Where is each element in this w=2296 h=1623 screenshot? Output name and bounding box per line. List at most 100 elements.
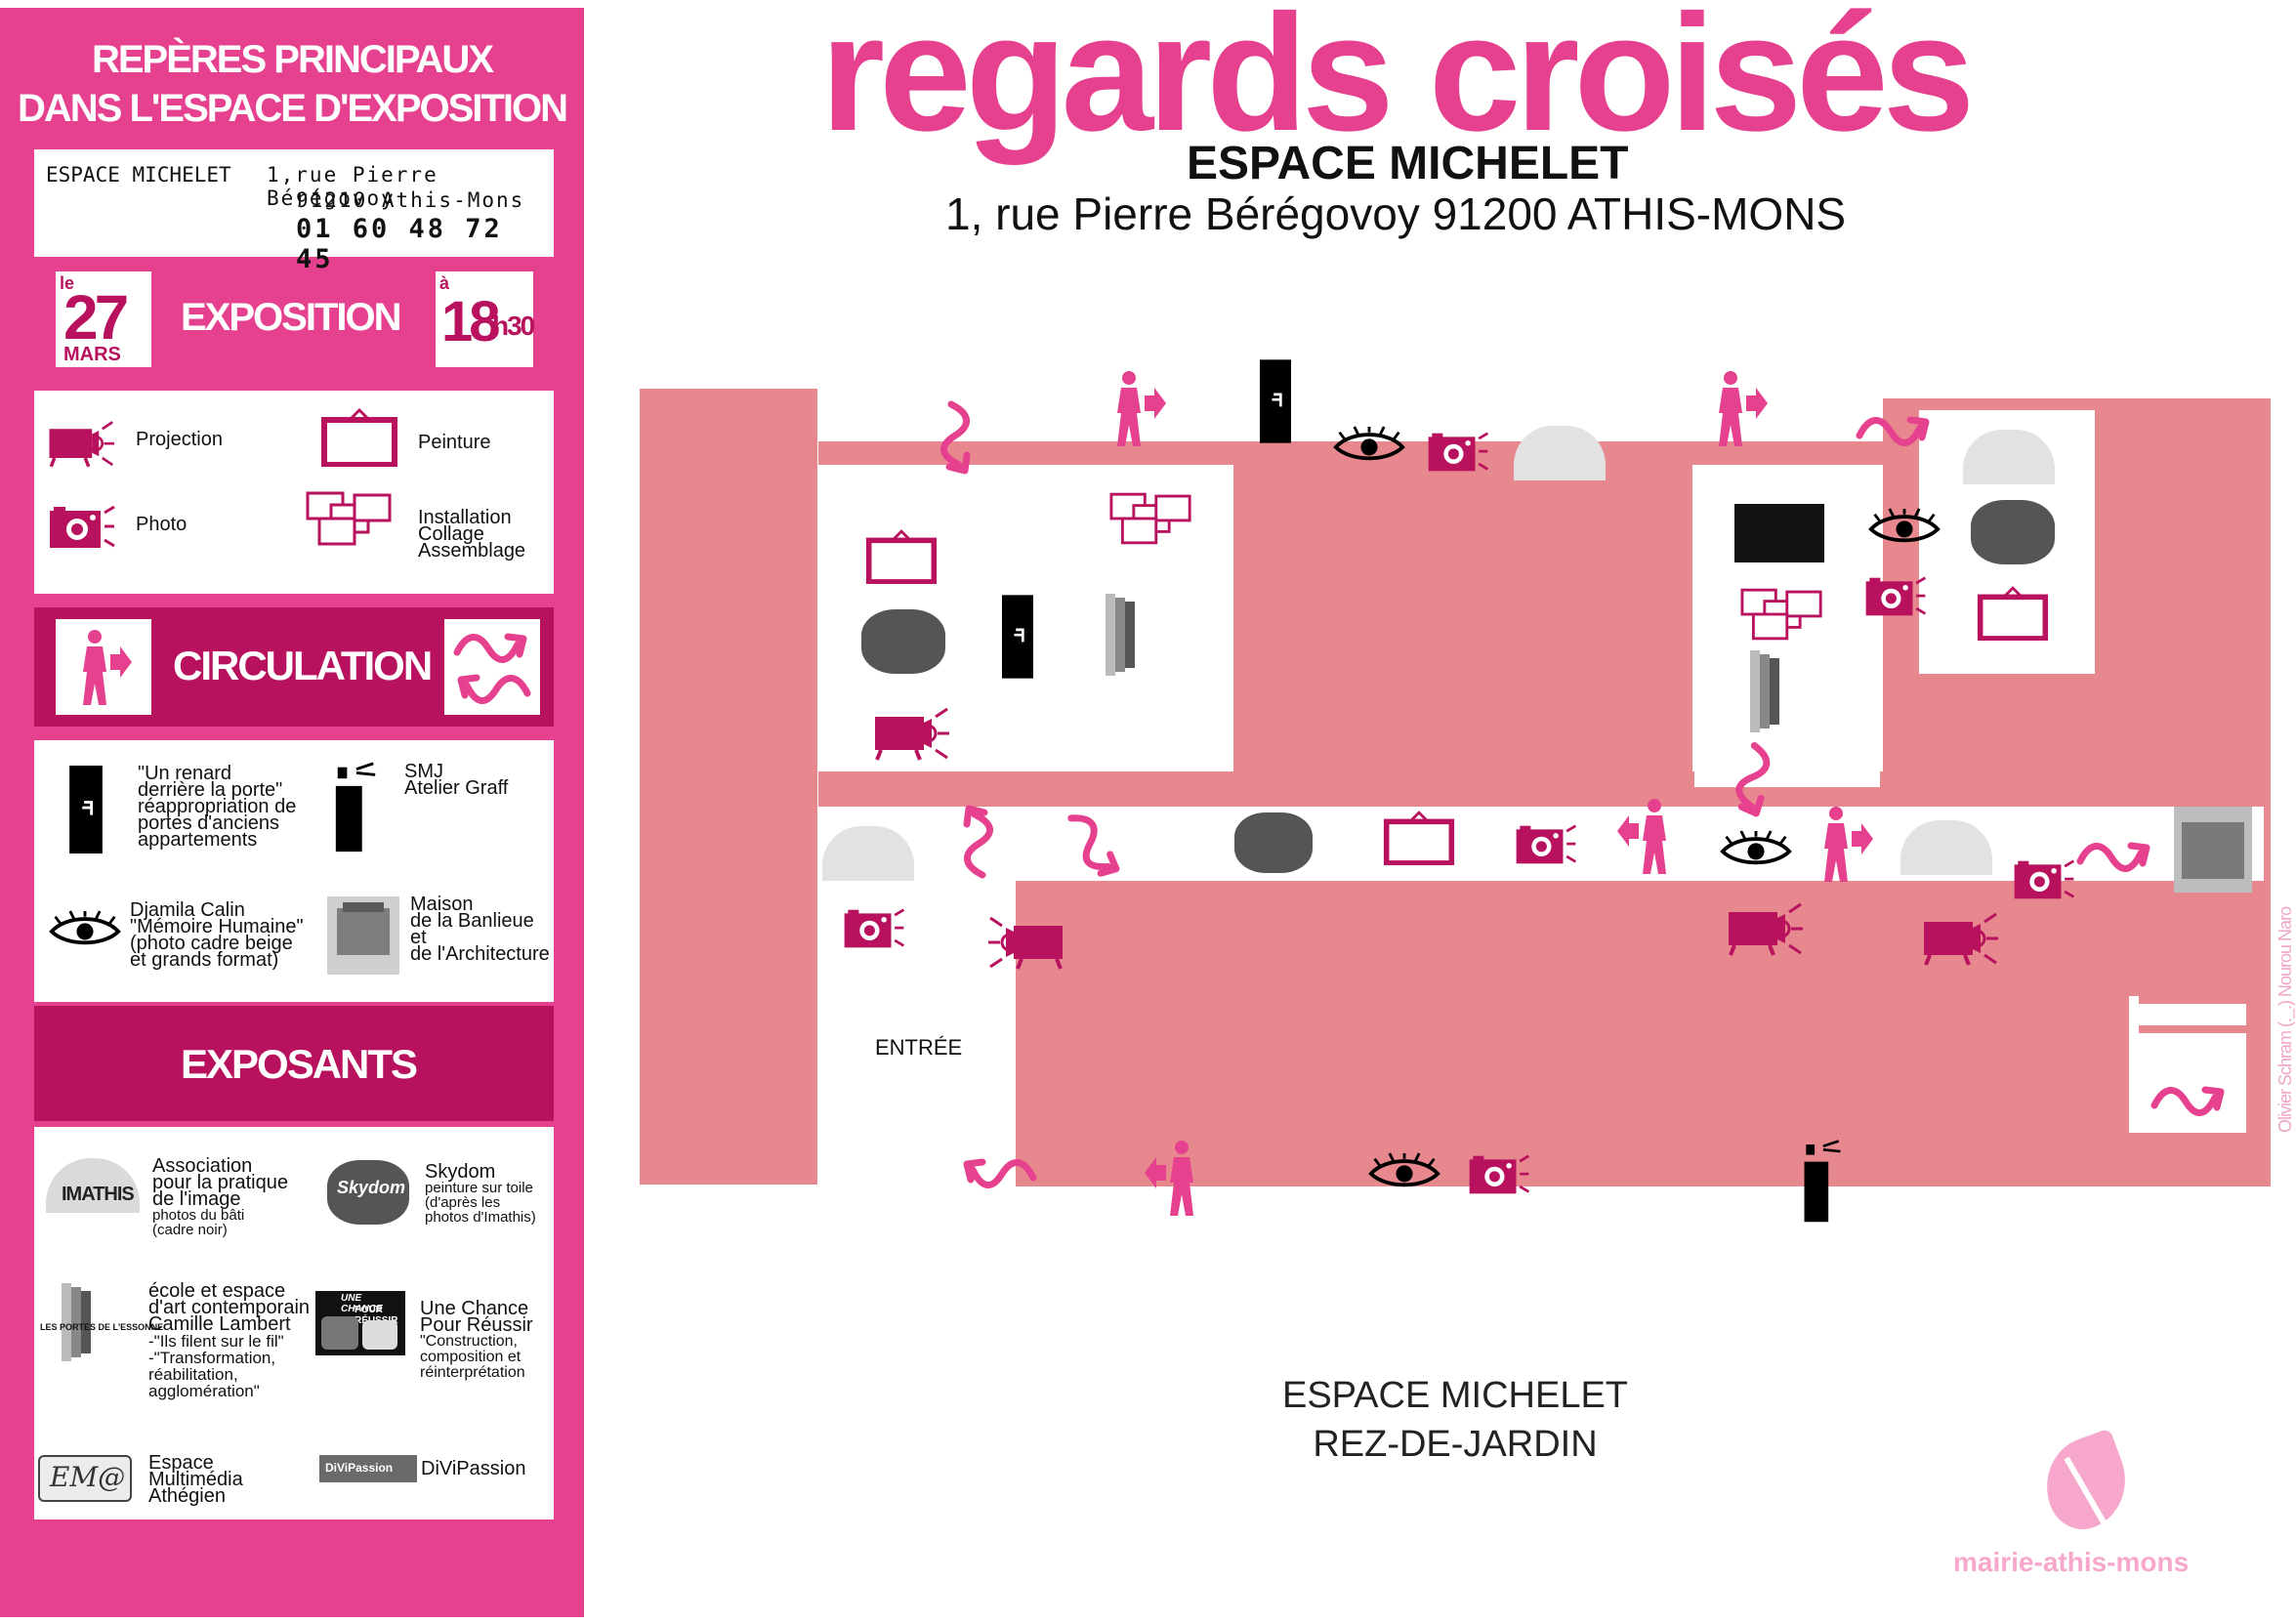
circulation-walker-box	[56, 619, 151, 715]
eye-icon	[1367, 1152, 1441, 1191]
wave-arrow-icon	[2076, 836, 2154, 875]
spray-can-icon	[1801, 1137, 1844, 1225]
exposant-skydom-line: photos d'Imathis)	[425, 1209, 536, 1226]
exposant-portes-line: agglomération"	[148, 1382, 260, 1400]
divi-logo-text: DiViPassion	[325, 1461, 394, 1475]
spray-can-icon	[331, 760, 380, 853]
contact-phone: 01 60 48 72 45	[296, 214, 503, 274]
exposant-portes: école et espace d'art contemporain Camil…	[148, 1281, 310, 1400]
partner-smj: SMJ Atelier Graff	[404, 761, 508, 798]
sidebar-title-line2: DANS L'ESPACE D'EXPOSITION	[18, 87, 568, 130]
installation-icon	[1740, 586, 1824, 643]
projector-icon	[1725, 902, 1803, 957]
walker-icon	[1815, 801, 1873, 889]
exposant-em-line: Athégien	[148, 1485, 226, 1507]
camera-icon	[1467, 1152, 1531, 1197]
camera-icon	[1863, 574, 1928, 619]
wave-arrow-icon	[1856, 410, 1934, 449]
event-a: à	[439, 273, 450, 293]
partner-maison-line: Maison	[410, 894, 474, 915]
contact-street: 1,rue Pierre Bérégovoy	[267, 163, 438, 210]
entrance-label: ENTRÉE	[875, 1035, 963, 1060]
partner-djamila-line: "Mémoire Humaine"	[130, 916, 304, 937]
legend-installation-line: Assemblage	[418, 540, 526, 562]
room-left-column	[640, 389, 817, 1185]
floor-name: ESPACE MICHELET	[1281, 1375, 1629, 1416]
divipassion-logo: DiViPassion	[319, 1455, 417, 1482]
imathis-logo	[1900, 820, 1992, 875]
partner-djamila-line: et grands format)	[130, 949, 279, 971]
exposant-skydom-line: Skydom	[425, 1161, 496, 1183]
camera-icon	[2012, 857, 2076, 902]
exposant-portes-line: Camille Lambert	[148, 1313, 291, 1335]
skydom-logo: Skydom	[327, 1160, 409, 1225]
painting-frame-icon	[320, 408, 398, 467]
exposant-imathis-line: Association	[152, 1155, 253, 1177]
door-icon	[1260, 356, 1291, 446]
exposant-imathis-line: de l'image	[152, 1188, 241, 1210]
walker-icon	[73, 629, 132, 707]
room-upper-center	[1233, 454, 1692, 791]
partner-maison-line: de la Banlieue	[410, 910, 534, 932]
partner-djamila: Djamila Calin "Mémoire Humaine" (photo c…	[130, 899, 304, 971]
exposant-chance-line: Une Chance	[420, 1298, 529, 1319]
exposant-imathis: Association pour la pratique de l'image …	[152, 1155, 288, 1238]
walker-icon	[1617, 793, 1676, 881]
exposant-chance-line: Pour Réussir	[420, 1314, 533, 1336]
une-chance-logo	[1734, 504, 1824, 562]
eye-icon	[48, 910, 122, 949]
partner-renard-line: portes d'anciens	[138, 812, 280, 834]
imathis-logo	[822, 826, 914, 881]
exposant-imathis-line: pour la pratique	[152, 1172, 288, 1193]
painting-frame-icon	[1383, 811, 1455, 865]
partner-maison-line: et	[410, 927, 427, 948]
event-minutes: h30	[492, 311, 535, 341]
projector-icon	[988, 916, 1066, 971]
stairs-step	[2139, 1025, 2246, 1033]
event-date-box: le 27 MARS	[56, 271, 151, 367]
exposant-chance-line: "Construction,	[420, 1333, 518, 1350]
circulation-bar: CIRCULATION	[34, 607, 554, 727]
floor-level: REZ-DE-JARDIN	[1313, 1424, 1598, 1465]
circulation-label: CIRCULATION	[173, 643, 433, 688]
partner-djamila-line: Djamila Calin	[130, 899, 245, 921]
partner-djamila-line: (photo cadre beige	[130, 933, 293, 954]
partner-renard-line: derrière la porte"	[138, 779, 283, 801]
legend-peinture: Peinture	[418, 432, 491, 453]
installation-icon	[1109, 490, 1193, 547]
wave-arrow-icon	[452, 627, 532, 666]
skydom-logo	[1971, 500, 2055, 564]
exposant-chance-line: composition et	[420, 1349, 522, 1365]
contact-city: 91210 Athis-Mons	[296, 188, 525, 212]
contact-box: ESPACE MICHELET 1,rue Pierre Bérégovoy 9…	[34, 149, 554, 274]
portes-logo-text: LES PORTES DE L'ESSONNE	[40, 1322, 164, 1332]
wave-arrow-icon	[959, 1152, 1037, 1191]
exposant-skydom-line: peinture sur toile	[425, 1180, 533, 1196]
installation-icon	[306, 488, 394, 549]
exposant-portes-line: -"Ils filent sur le fil"	[148, 1332, 284, 1351]
event-le: le	[60, 273, 75, 293]
event-label: EXPOSITION	[181, 296, 401, 339]
sidebar-title: REPÈRES PRINCIPAUX DANS L'ESPACE D'EXPOS…	[0, 35, 584, 133]
walker-icon	[1145, 1135, 1203, 1223]
partner-smj-line: SMJ	[404, 761, 443, 782]
imathis-logo	[1514, 426, 1606, 480]
staircase	[2129, 996, 2246, 1133]
venue-address: 1, rue Pierre Bérégovoy 91200 ATHIS-MONS	[945, 188, 1847, 239]
exposant-portes-line: -"Transformation,	[148, 1349, 276, 1367]
partner-maison-line: de l'Architecture	[410, 943, 550, 965]
projector-icon	[871, 707, 949, 762]
partner-renard: "Un renard derrière la porte" réappropri…	[138, 763, 297, 850]
partner-renard-line: "Un renard	[138, 763, 232, 784]
portes-essonne-logo	[1738, 650, 1830, 736]
exposant-em-line: Multimédia	[148, 1469, 243, 1490]
legend-photo: Photo	[136, 514, 188, 535]
legend-sidebar: REPÈRES PRINCIPAUX DANS L'ESPACE D'EXPOS…	[0, 8, 584, 1617]
partner-renard-line: réappropriation de	[138, 796, 297, 817]
legend-installation: Installation Collage Assemblage	[418, 508, 526, 562]
mairie-label: mairie-athis-mons	[1953, 1547, 2190, 1577]
exposant-skydom-line: (d'après les	[425, 1194, 501, 1211]
wave-arrow-icon	[452, 668, 532, 707]
exposant-imathis-line: (cadre noir)	[152, 1222, 228, 1238]
eye-icon	[1719, 830, 1793, 869]
